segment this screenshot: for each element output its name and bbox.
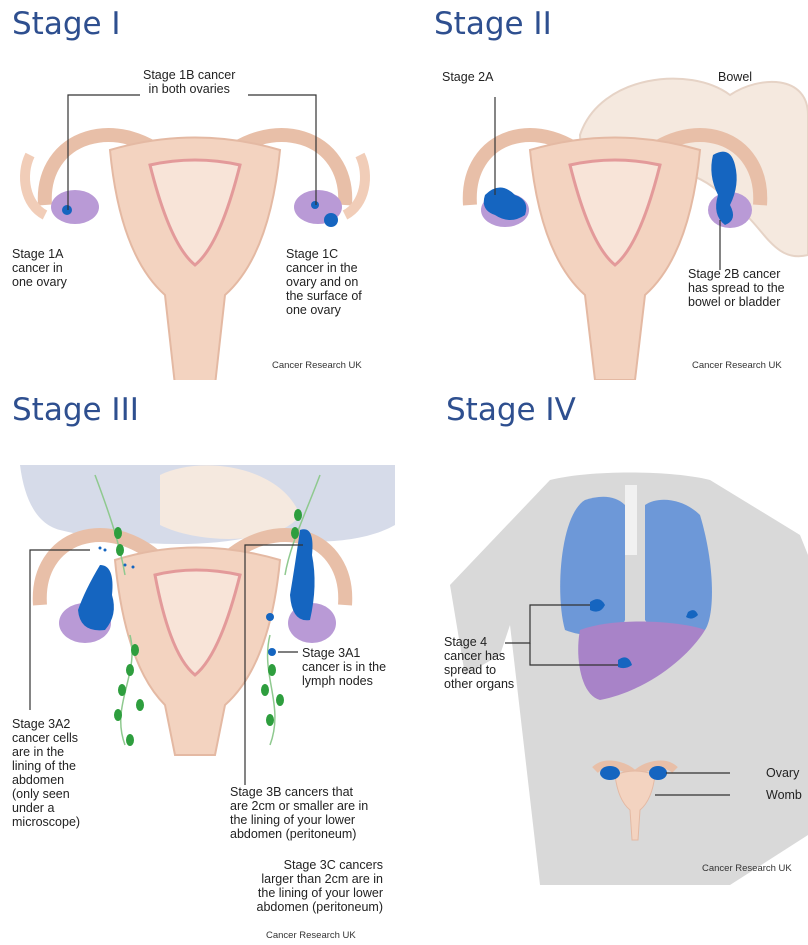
stage-2-uterus-illustration — [430, 55, 808, 380]
stage-1-panel: Stage 1B cancer in both ovaries Stage 1A… — [0, 55, 392, 380]
stage-4-title: Stage IV — [446, 392, 576, 428]
label-stage-4: Stage 4 cancer has spread to other organ… — [444, 635, 514, 691]
stage-2-title: Stage II — [434, 6, 552, 42]
label-bowel: Bowel — [718, 70, 752, 84]
label-stage-3b: Stage 3B cancers that are 2cm or smaller… — [230, 785, 368, 841]
credit-stage-2: Cancer Research UK — [692, 360, 782, 371]
tumour-1c — [324, 213, 338, 227]
credit-stage-1: Cancer Research UK — [272, 360, 362, 371]
left-ovary — [51, 190, 99, 224]
label-stage-3c: Stage 3C cancers larger than 2cm are in … — [228, 858, 383, 914]
tumour-1a — [62, 205, 72, 215]
label-stage-1a: Stage 1A cancer in one ovary — [12, 247, 67, 289]
label-stage-2a: Stage 2A — [442, 70, 493, 84]
stage-3-panel: Stage 3A1 cancer is in the lymph nodes S… — [0, 455, 395, 945]
label-stage-3a2: Stage 3A2 cancer cells are in the lining… — [12, 717, 80, 829]
stage-3-title: Stage III — [12, 392, 139, 428]
stage-1-title: Stage I — [12, 6, 121, 42]
tumour-3-left — [78, 565, 114, 630]
label-stage-1c: Stage 1C cancer in the ovary and on the … — [286, 247, 362, 317]
stage-2-panel: Stage 2A Bowel Stage 2B cancer has sprea… — [430, 55, 808, 380]
credit-stage-4: Cancer Research UK — [702, 863, 792, 874]
label-stage-3a1: Stage 3A1 cancer is in the lymph nodes — [302, 646, 386, 688]
label-stage-1b: Stage 1B cancer in both ovaries — [143, 68, 235, 96]
label-womb: Womb — [766, 788, 802, 802]
stage-4-panel: Stage 4 cancer has spread to other organ… — [430, 455, 808, 895]
stage-1-uterus-illustration — [0, 55, 392, 380]
label-stage-2b: Stage 2B cancer has spread to the bowel … — [688, 267, 785, 309]
label-ovary: Ovary — [766, 766, 799, 780]
credit-stage-3: Cancer Research UK — [266, 930, 356, 941]
